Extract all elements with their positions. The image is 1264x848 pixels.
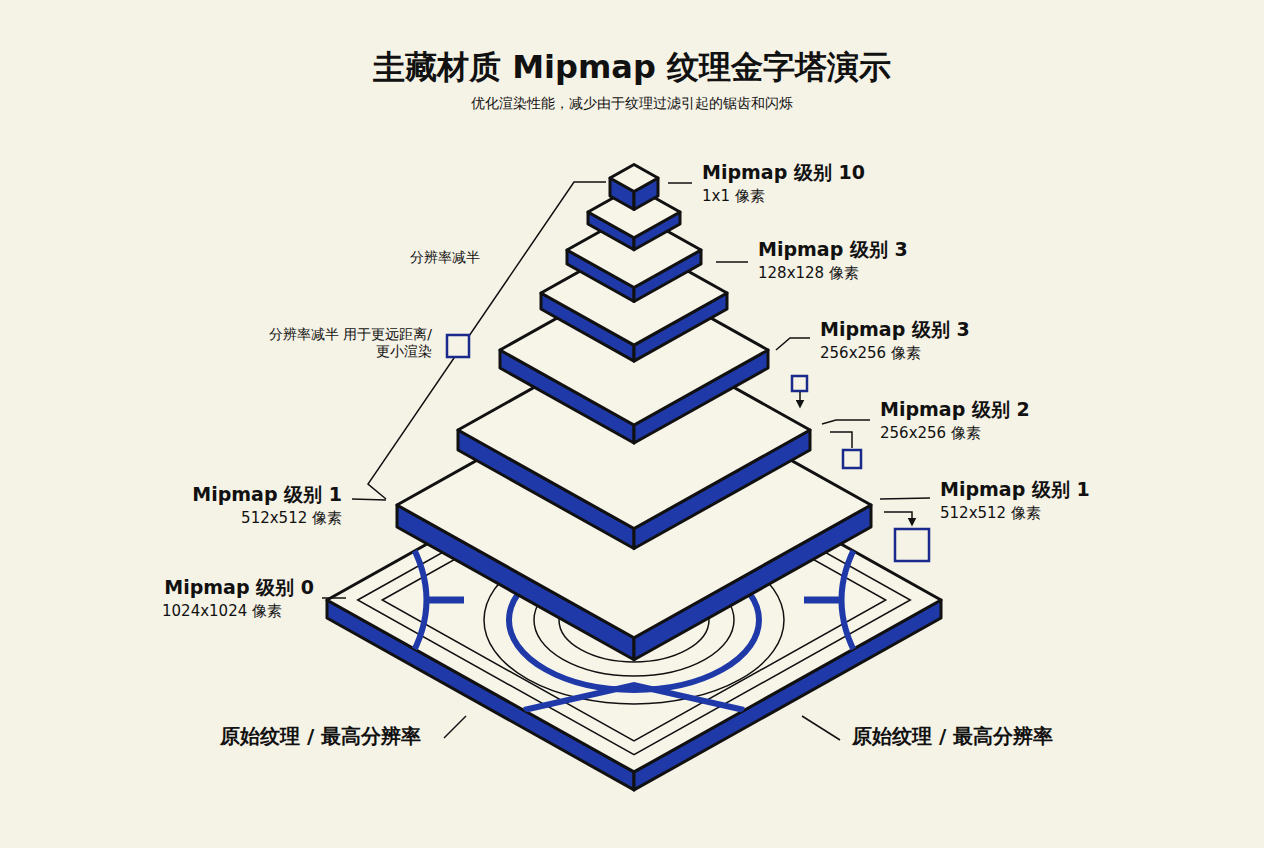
title: 圭藏材质 Mipmap 纹理金字塔演示: [373, 48, 891, 86]
mip-layer: [610, 165, 658, 210]
level-label: Mipmap 级别 3: [758, 238, 908, 261]
level-label: Mipmap 级别 3: [820, 318, 970, 341]
size-label: 256x256 像素: [820, 344, 921, 362]
size-label: 1024x1024 像素: [162, 602, 282, 620]
leader-lines: [322, 182, 930, 740]
size-label: 1x1 像素: [702, 187, 765, 205]
caption: 优化渲染性能，减少由于纹理过滤引起的锯齿和闪烁: [471, 95, 793, 112]
pyramid-layers: [327, 165, 941, 790]
note: 分辨率减半 用于更远距离/更小渲染: [262, 326, 432, 360]
texture-label: 原始纹理 / 最高分辨率: [220, 724, 421, 748]
level-label: Mipmap 级别 1: [940, 478, 1090, 501]
size-label: 512x512 像素: [940, 504, 1041, 522]
note: 分辨率减半: [410, 249, 480, 266]
level-label: Mipmap 级别 2: [880, 398, 1030, 421]
level-label: Mipmap 级别 1: [192, 483, 342, 506]
level-label: Mipmap 级别 10: [702, 161, 865, 184]
size-label: 128x128 像素: [758, 264, 859, 282]
size-label: 256x256 像素: [880, 424, 981, 442]
texture-label: 原始纹理 / 最高分辨率: [852, 724, 1053, 748]
level-label: Mipmap 级别 0: [164, 576, 314, 599]
size-label: 512x512 像素: [241, 509, 342, 527]
